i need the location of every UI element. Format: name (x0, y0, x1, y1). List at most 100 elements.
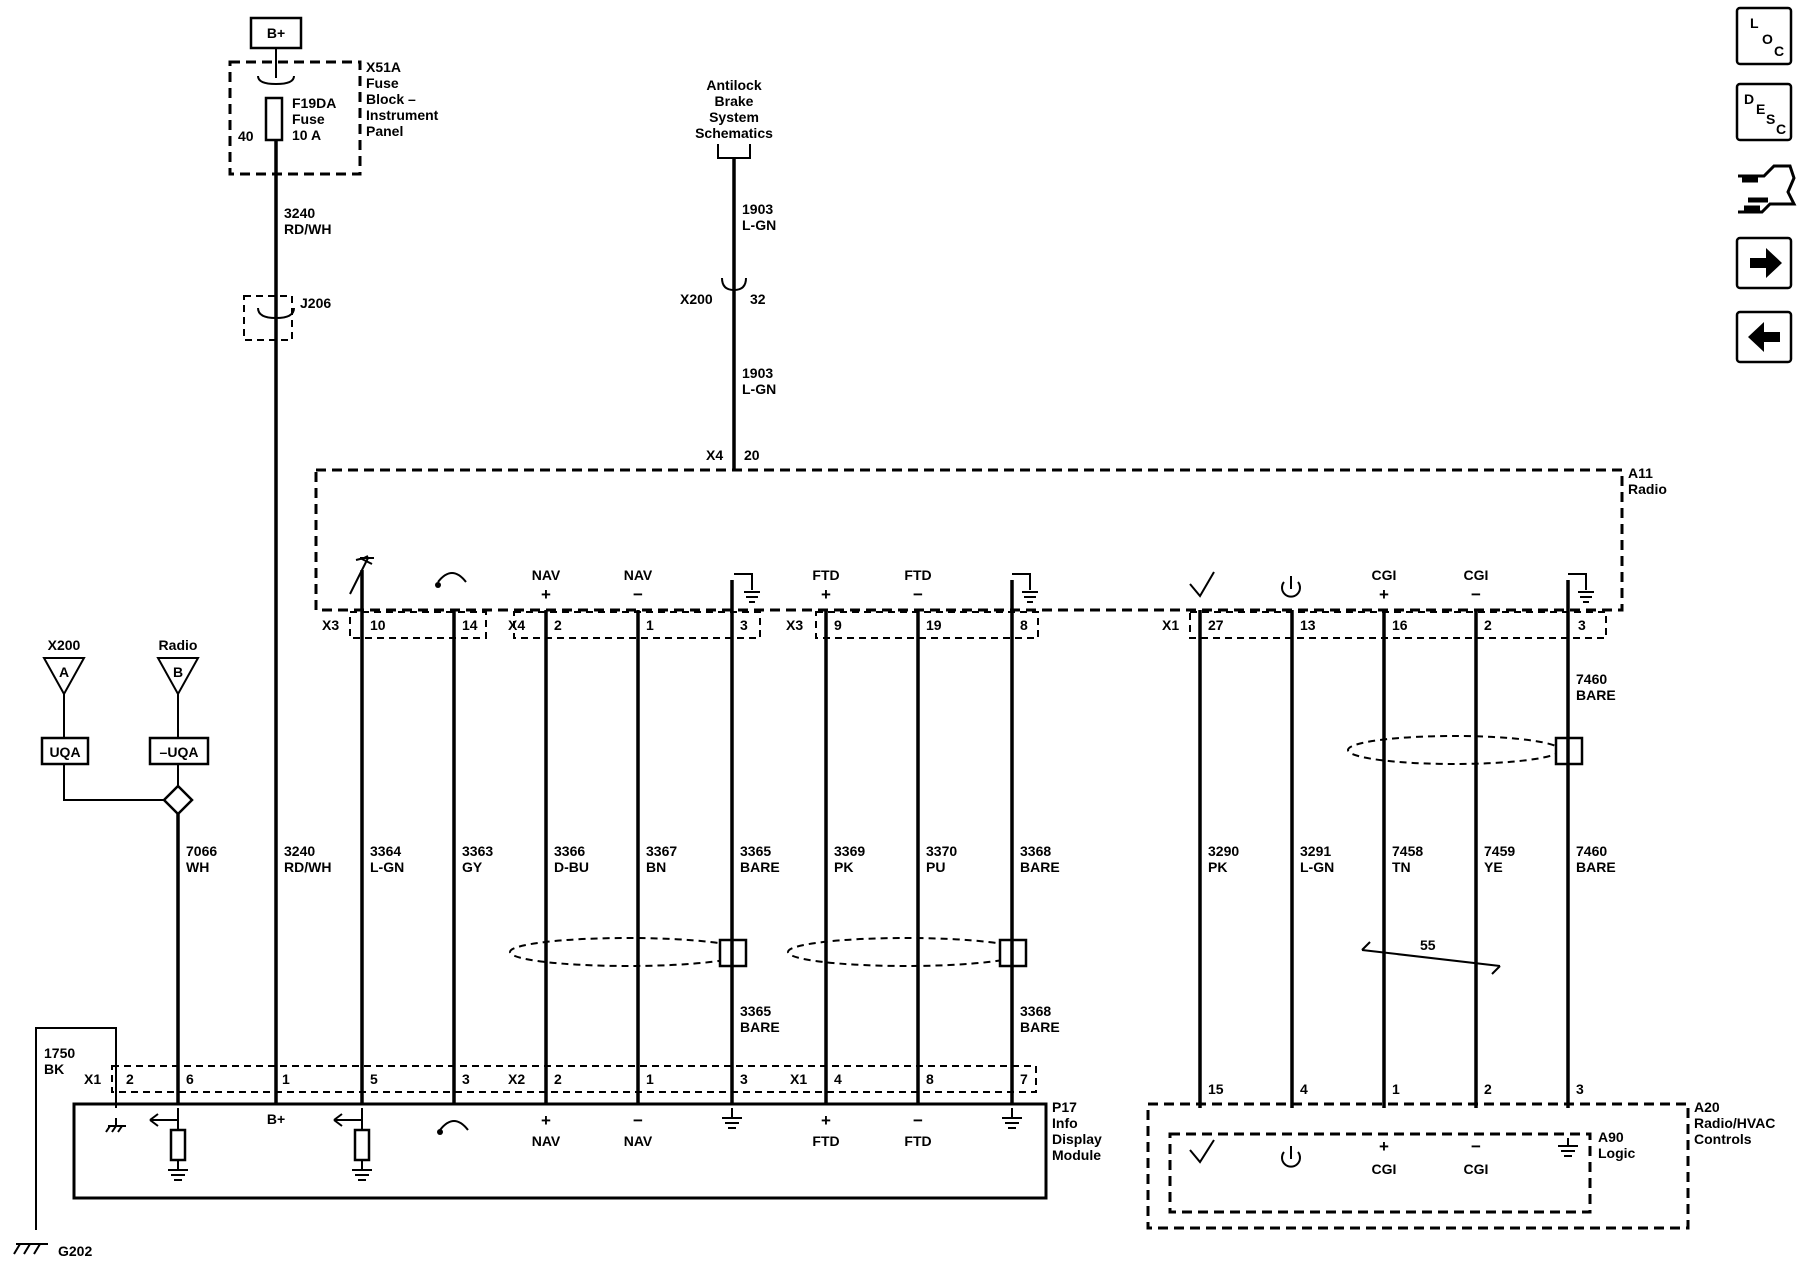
desc-letter-d: D (1744, 91, 1754, 107)
radio-sig-nav-p: NAV (532, 567, 561, 583)
fuse-block-line2: Block – (366, 91, 416, 107)
p17-pin: 5 (370, 1071, 378, 1087)
hvac-cgi-n: CGI (1464, 1161, 1489, 1177)
loc-letter-o: O (1762, 31, 1773, 47)
previous-arrow-button[interactable] (1735, 310, 1793, 364)
radio-pin: 16 (1392, 617, 1408, 633)
wire-3367-color: BN (646, 859, 666, 875)
fuse-id: F19DA (292, 95, 336, 111)
wire-3365-low-color: BARE (740, 1019, 780, 1035)
radio-a11: A11 Radio NAV + NAV − FTD + FTD − CGI + … (314, 465, 1667, 612)
p17-pin: 8 (926, 1071, 934, 1087)
shield-3368 (787, 937, 1028, 968)
description-button[interactable]: D E S C (1735, 82, 1793, 142)
p17-pin: 1 (646, 1071, 654, 1087)
radio-sig-ftd-n: FTD (904, 567, 931, 583)
desc-letter-e: E (1756, 101, 1765, 117)
hvac-logic1: A90 (1598, 1129, 1624, 1145)
p17-info-display-module: P17 Info Display Module B+ + NAV − NAV +… (72, 1099, 1102, 1200)
radio-connector-x1 (1189, 611, 1607, 639)
fuse-block-pin: 40 (238, 128, 254, 144)
location-button[interactable]: L O C (1735, 6, 1793, 66)
abs-line3: System (709, 109, 759, 125)
p17-plus-2: + (821, 1111, 831, 1130)
next-arrow-button[interactable] (1735, 236, 1793, 290)
wire-3368-color: BARE (1020, 859, 1060, 875)
hvac-pin: 15 (1208, 1081, 1224, 1097)
power-label: B+ (267, 25, 285, 41)
radio-label1: A11 (1628, 465, 1653, 481)
p17-label4: Module (1052, 1147, 1101, 1163)
hvac-pin: 4 (1300, 1081, 1308, 1097)
wire-3370-circuit: 3370 (926, 843, 957, 859)
radio-conn-x4: X4 (508, 617, 525, 633)
radio-plus-3: + (1379, 585, 1389, 604)
wire-label-3240-top-color: RD/WH (284, 221, 331, 237)
wire-7458-color: TN (1392, 859, 1411, 875)
fuse-block-x51a: 40 F19DA Fuse 10 A X51A Fuse Block – Ins… (228, 48, 439, 176)
wire-3368-low-color: BARE (1020, 1019, 1060, 1035)
wire-3364-circuit: 3364 (370, 843, 401, 859)
desc-letter-s: S (1766, 111, 1775, 127)
p17-pin: 4 (834, 1071, 842, 1087)
abs-line4: Schematics (695, 125, 773, 141)
p17-label3: Display (1052, 1131, 1102, 1147)
radio-pin: 3 (740, 617, 748, 633)
fuse-block-line1: Fuse (366, 75, 399, 91)
radio-pin: 9 (834, 617, 842, 633)
radio-x4-pin: 20 (744, 447, 760, 463)
radio-pin: 1 (646, 617, 654, 633)
fuse-block-line3: Instrument (366, 107, 439, 123)
shield-7460 (1347, 735, 1584, 766)
p17-conn-x2: X2 (508, 1071, 525, 1087)
fuse-rating: 10 A (292, 127, 321, 143)
loc-letter-l: L (1750, 15, 1759, 31)
x200-label: X200 (680, 291, 713, 307)
abs-line1: Antilock (706, 77, 761, 93)
twisted-pair-55: 55 (1361, 937, 1501, 975)
wire-1750-circuit: 1750 (44, 1045, 75, 1061)
wire-3290-circuit: 3290 (1208, 843, 1239, 859)
radio-pin: 10 (370, 617, 386, 633)
p17-minus-1: − (633, 1111, 643, 1130)
wire-1750-color: BK (44, 1061, 64, 1077)
wire-7459-color: YE (1484, 859, 1503, 875)
radio-pin: 8 (1020, 617, 1028, 633)
wire-3366-circuit: 3366 (554, 843, 585, 859)
p17-label1: P17 (1052, 1099, 1077, 1115)
radio-label2: Radio (1628, 481, 1667, 497)
connector-view-icon[interactable] (1738, 164, 1797, 214)
hvac-cgi-p: CGI (1372, 1161, 1397, 1177)
splice-label: J206 (300, 295, 331, 311)
radio-pin: 27 (1208, 617, 1224, 633)
radio-pin: 2 (554, 617, 562, 633)
shield-3365 (509, 937, 748, 968)
p17-nav-n: NAV (624, 1133, 653, 1149)
wire-1903-b-circuit: 1903 (742, 365, 773, 381)
wire-3363-circuit: 3363 (462, 843, 493, 859)
splice-j206: J206 (243, 295, 331, 341)
hvac-label2: Radio/HVAC (1694, 1115, 1775, 1131)
radio-plus-2: + (821, 585, 831, 604)
wire-3369-circuit: 3369 (834, 843, 865, 859)
wire-3363-color: GY (462, 859, 483, 875)
radio-x4-label: X4 (706, 447, 723, 463)
wire-3367-circuit: 3367 (646, 843, 677, 859)
fuse-block-connector: X51A (366, 59, 401, 75)
wire-3290-color: PK (1208, 859, 1227, 875)
hvac-label3: Controls (1694, 1131, 1752, 1147)
loc-letter-c: C (1774, 43, 1784, 59)
wire-3365-color: BARE (740, 859, 780, 875)
abs-line2: Brake (715, 93, 754, 109)
radio-conn-x1: X1 (1162, 617, 1179, 633)
hvac-controls-a20: A20 Radio/HVAC Controls A90 Logic 15 4 1… (1146, 1081, 1775, 1230)
ground-g202: 1750 BK G202 (13, 1027, 117, 1259)
radio-pin: 2 (1484, 617, 1492, 633)
radio-sig-ftd-p: FTD (812, 567, 839, 583)
hvac-pin: 1 (1392, 1081, 1400, 1097)
option-radio: Radio B –UQA (148, 637, 210, 816)
p17-pin: 1 (282, 1071, 290, 1087)
x200-pin: 32 (750, 291, 766, 307)
wire-1903-a-circuit: 1903 (742, 201, 773, 217)
